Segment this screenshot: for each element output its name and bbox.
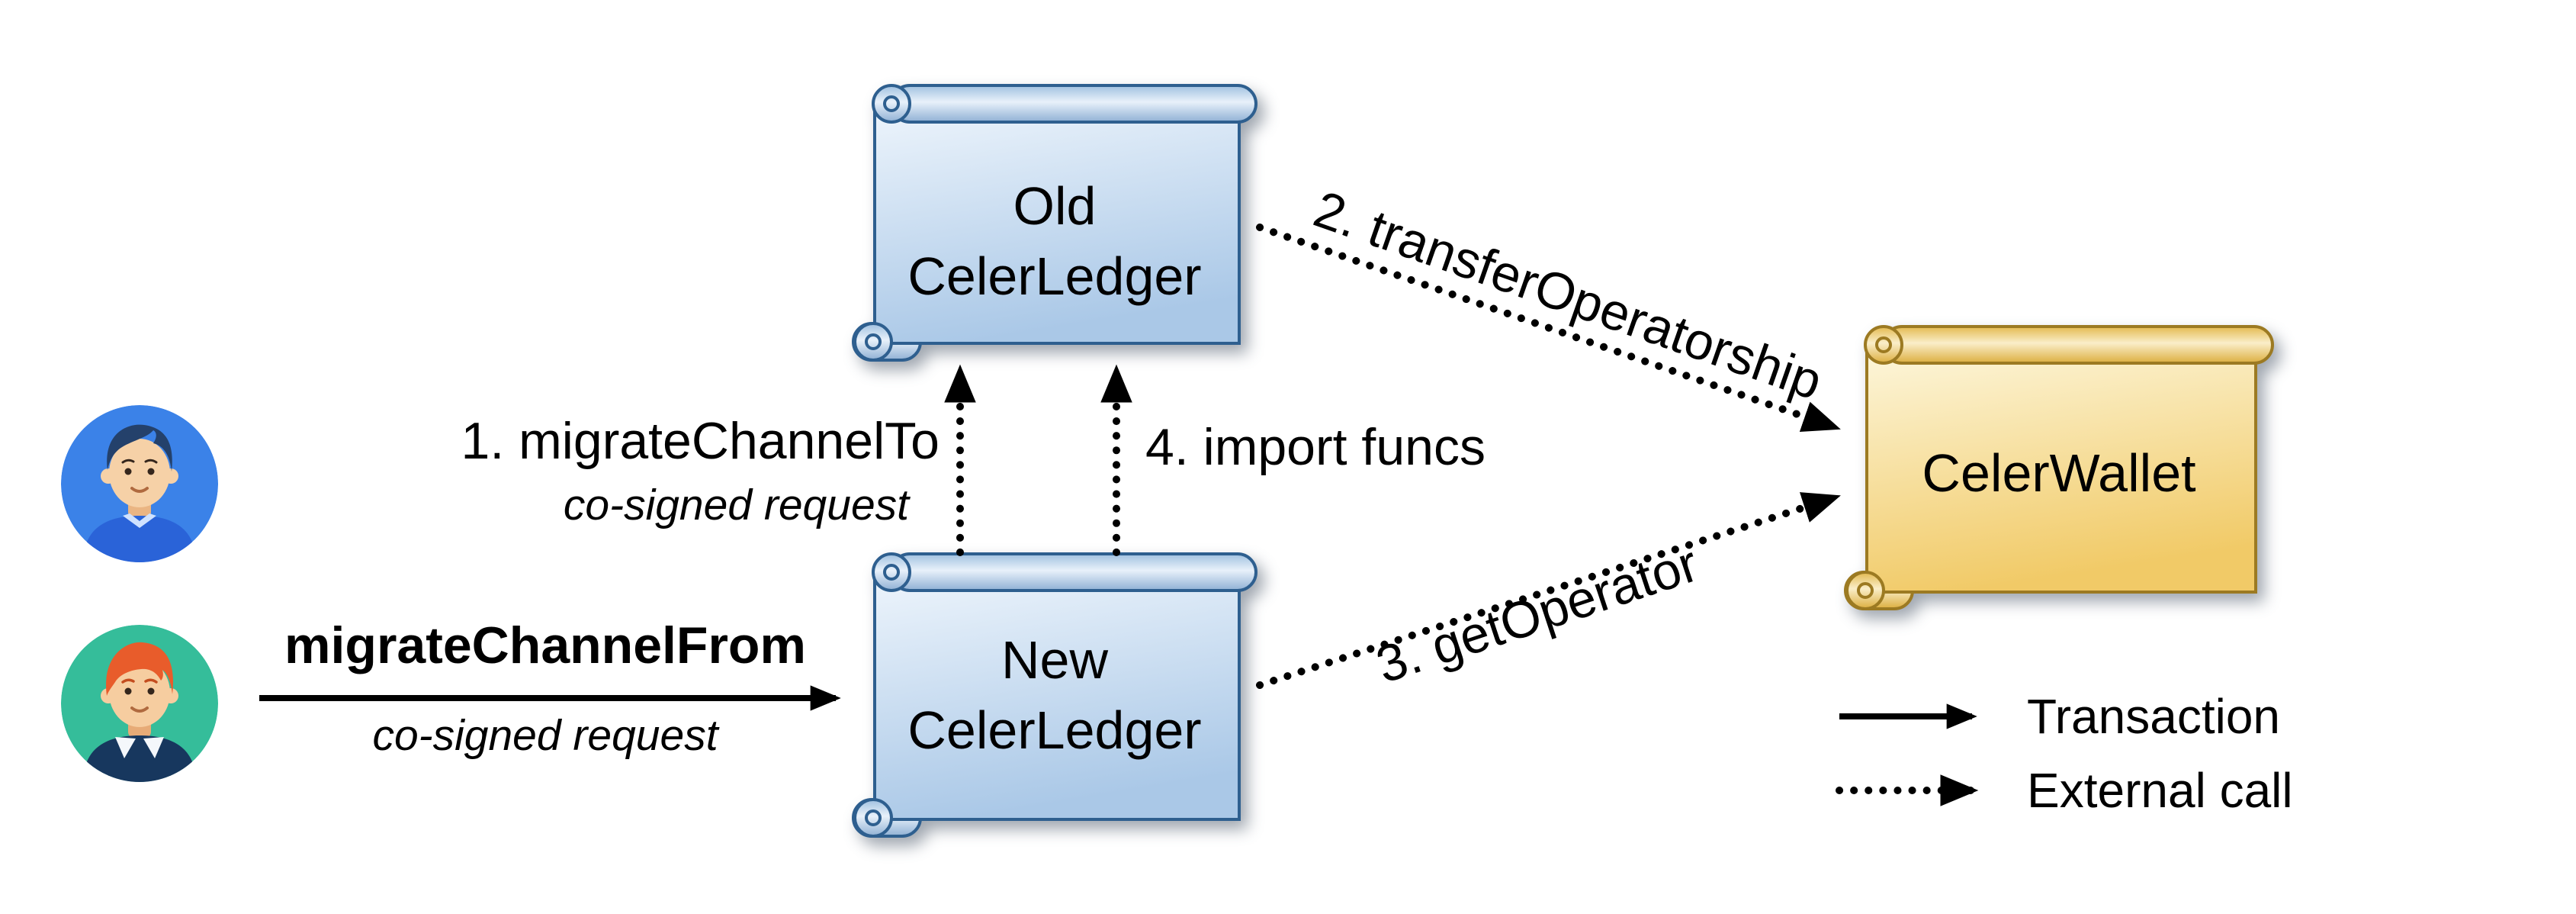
old-celerledger-scroll <box>852 84 1257 362</box>
user-avatar-green-icon <box>61 625 218 782</box>
user-avatar-blue-icon <box>61 405 218 562</box>
new-celerledger-scroll <box>852 552 1257 838</box>
get-operator-arrow <box>1256 492 1841 689</box>
celerwallet-scroll <box>1844 325 2274 610</box>
transfer-operatorship-arrow <box>1256 224 1841 433</box>
